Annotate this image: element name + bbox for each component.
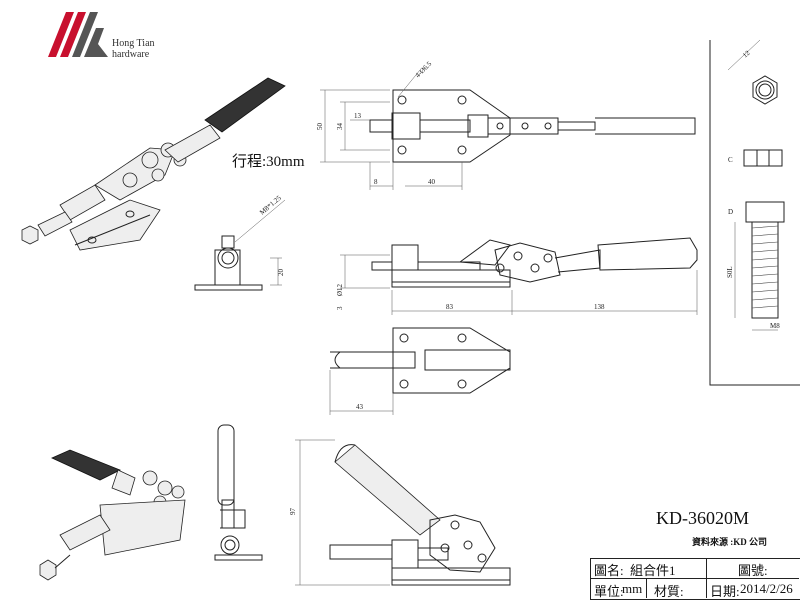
bottom-width-label: 43	[356, 403, 364, 411]
open-view: 97	[289, 439, 511, 586]
stroke-label: 行程:30mm	[232, 154, 305, 170]
material-label: 材質:	[654, 584, 684, 599]
iso-view-upper	[21, 77, 286, 251]
head-h-label: C	[728, 156, 733, 164]
title-block-col2	[646, 578, 647, 598]
model-number: KD-36020M	[656, 508, 749, 528]
bottom-view: 43	[329, 327, 511, 415]
unit-label: 單位:	[594, 584, 624, 599]
drawing-no-label: 圖號:	[738, 563, 768, 578]
drawing-name-value: 組合件1	[630, 563, 676, 578]
handle-len-label: 138	[594, 303, 605, 311]
brand-logo-icon	[48, 12, 108, 57]
iso-view-lower	[39, 449, 186, 581]
bolt-size-label: M8	[770, 322, 780, 330]
height-total-label: 50	[316, 123, 324, 131]
open-height-label: 97	[289, 508, 297, 516]
date-value: 2014/2/26	[740, 581, 793, 596]
offset-label: 13	[354, 112, 362, 120]
left-gap-label: 8	[374, 178, 378, 186]
bolt-note-label: 4-Ø6.5	[414, 60, 434, 80]
brand-subtitle: hardware	[112, 49, 150, 60]
hex-label: 12	[741, 49, 752, 60]
dia-label: D	[728, 208, 733, 216]
front-view: Ø12 3 83 138	[336, 237, 698, 315]
thread-label: M8*1.25	[258, 194, 283, 217]
height-inner-label: 34	[336, 123, 344, 131]
base-thk-label: 3	[336, 306, 344, 310]
thread-len-label: S0L	[726, 266, 734, 278]
data-source: 資料來源 :KD 公司	[692, 537, 767, 547]
end-view: M8*1.25 20	[194, 194, 286, 291]
rod-dia-label: Ø12	[336, 283, 344, 296]
end-height-label: 20	[277, 269, 285, 277]
side-view	[214, 424, 263, 561]
brand-text: Hong Tian hardware	[112, 38, 155, 60]
drawing-name-label: 圖名:	[594, 563, 624, 578]
title-block-divider	[590, 578, 799, 579]
unit-value: mm	[622, 581, 643, 596]
width-label: 40	[428, 178, 436, 186]
title-block-col	[706, 558, 707, 598]
bolt-detail: 12 C D S0L M8	[709, 39, 800, 386]
brand-name: Hong Tian	[112, 38, 155, 49]
base-len-label: 83	[446, 303, 454, 311]
top-view: 4-Ø6.5 50 34 13 8 40	[316, 60, 696, 190]
date-label: 日期:	[710, 584, 740, 599]
